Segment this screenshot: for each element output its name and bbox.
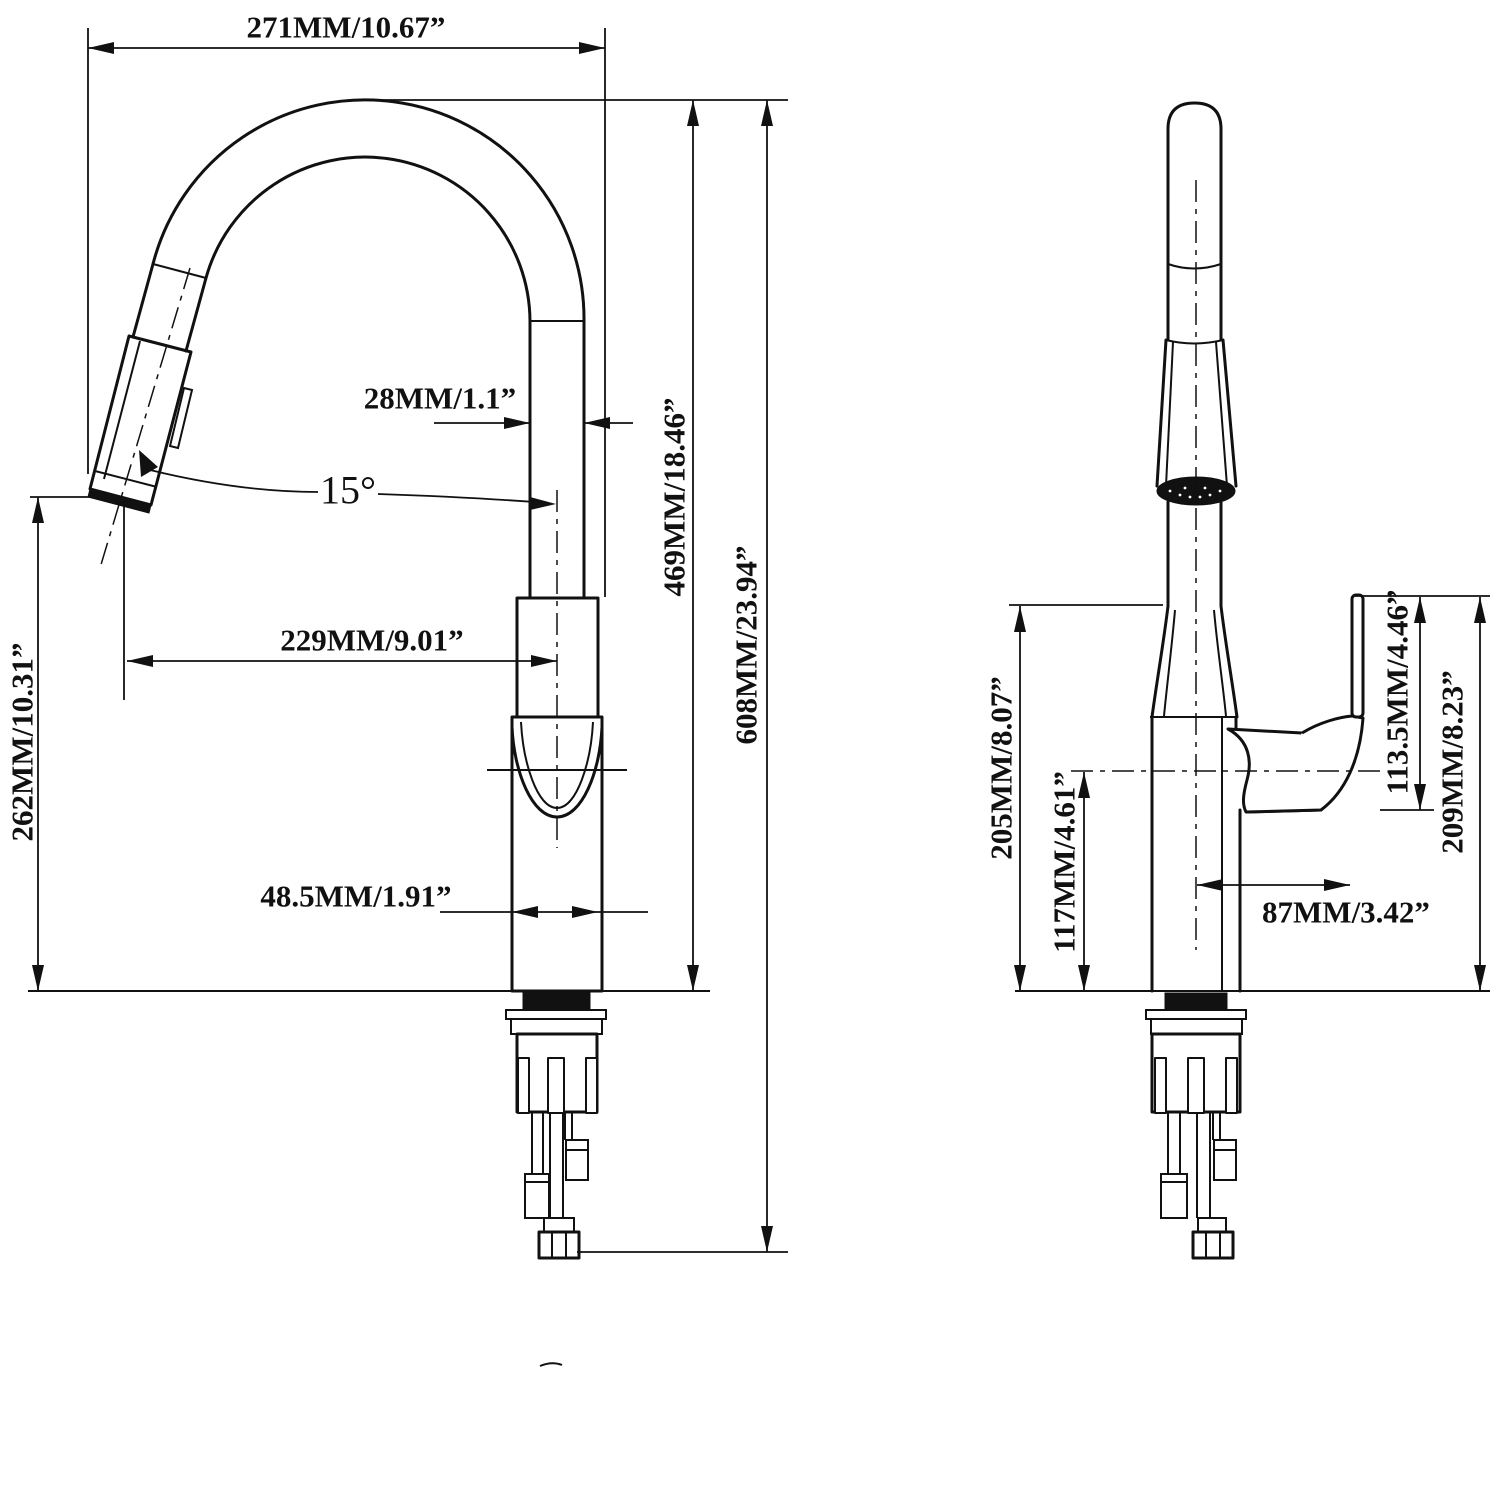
dim-height-to-handle-axis-label: 117MM/4.61” bbox=[1047, 771, 1082, 953]
mounting-parts bbox=[28, 990, 710, 1367]
dim-spout-top-height-label: 469MM/18.46” bbox=[657, 398, 692, 597]
front-mounting-parts bbox=[1015, 990, 1490, 1260]
supply-nut bbox=[543, 1217, 575, 1233]
break-mark bbox=[539, 1362, 563, 1367]
handle bbox=[1226, 593, 1365, 814]
front-spout bbox=[1155, 101, 1238, 608]
spray-button bbox=[168, 386, 194, 450]
spray-head bbox=[87, 262, 208, 569]
dim-spout-angle-label: 15° bbox=[320, 468, 376, 513]
front-body bbox=[1150, 604, 1242, 993]
dim-overall-height-label: 608MM/23.94” bbox=[729, 546, 764, 745]
faucet-body bbox=[487, 490, 627, 993]
side-profile-dimensions: 271MM/10.67” 28MM/1.1” 15° 229MM/9.01” 2… bbox=[5, 10, 788, 1253]
dim-height-to-shoulder-label: 205MM/8.07” bbox=[984, 676, 1019, 859]
spout-gooseneck bbox=[151, 98, 586, 600]
dim-spout-clearance-label: 262MM/10.31” bbox=[5, 643, 40, 842]
dim-spout-diameter-label: 28MM/1.1” bbox=[364, 381, 516, 416]
dim-handle-top-height-label: 209MM/8.23” bbox=[1435, 670, 1470, 853]
dim-overall-width-label: 271MM/10.67” bbox=[247, 10, 446, 45]
dim-handle-above-axis-label: 113.5MM/4.46” bbox=[1380, 590, 1415, 795]
spray-face bbox=[87, 488, 152, 514]
handle-lever bbox=[1350, 593, 1365, 719]
front-view: 205MM/8.07” 117MM/4.61” 113.5MM/4.46” 20… bbox=[984, 101, 1490, 1260]
dim-body-width-label: 48.5MM/1.91” bbox=[260, 879, 451, 914]
nozzle-dots bbox=[1168, 486, 1222, 499]
dim-handle-reach-label: 87MM/3.42” bbox=[1262, 895, 1430, 930]
dim-spout-reach-label: 229MM/9.01” bbox=[280, 623, 463, 658]
front-gasket bbox=[1164, 992, 1228, 1011]
front-dimensions: 205MM/8.07” 117MM/4.61” 113.5MM/4.46” 20… bbox=[984, 590, 1490, 991]
spray-axis-centerline bbox=[99, 267, 191, 569]
front-supply-nut bbox=[1197, 1217, 1227, 1233]
side-profile-view: 271MM/10.67” 28MM/1.1” 15° 229MM/9.01” 2… bbox=[5, 10, 788, 1367]
gasket bbox=[522, 992, 591, 1011]
handle-dome bbox=[1245, 714, 1365, 814]
